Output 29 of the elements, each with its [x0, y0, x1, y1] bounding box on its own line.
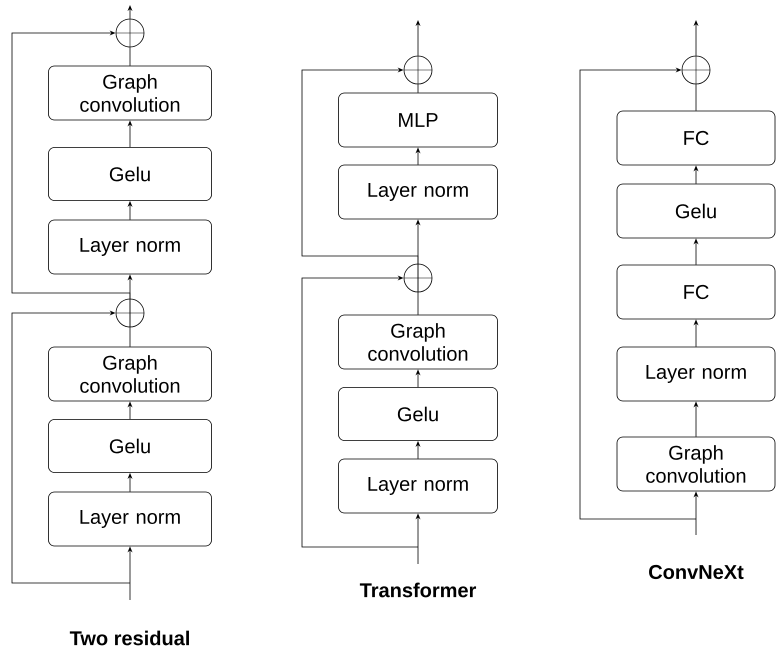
process-box: Layer norm — [48, 492, 212, 546]
caption: Transformer — [360, 582, 476, 598]
process-box: FC — [616, 110, 776, 166]
arrow — [12, 310, 130, 584]
sum-circle — [116, 298, 144, 328]
sum-circle — [404, 264, 432, 292]
process-box: Graph convolution — [48, 66, 212, 120]
process-box: Graph convolution — [616, 436, 776, 492]
sum-circle — [404, 56, 432, 84]
process-box: Layer norm — [48, 220, 212, 274]
process-box: Graph convolution — [48, 346, 212, 402]
sum-circle — [116, 18, 144, 48]
arrow — [302, 67, 418, 293]
arrow — [580, 67, 696, 520]
caption: ConvNeXt — [649, 564, 744, 580]
process-box: Layer norm — [338, 164, 498, 220]
arrow — [12, 30, 130, 328]
sum-circle — [682, 56, 710, 84]
process-box: Gelu — [338, 387, 498, 441]
caption: Two residual — [70, 630, 189, 646]
process-box: MLP — [338, 92, 498, 148]
arrow — [302, 275, 418, 548]
process-box: Gelu — [48, 147, 212, 201]
process-box: Gelu — [48, 419, 212, 473]
process-box: Gelu — [616, 184, 776, 238]
process-box: Layer norm — [616, 346, 776, 402]
process-box: FC — [616, 264, 776, 320]
process-box: Graph convolution — [338, 314, 498, 370]
process-box: Layer norm — [338, 458, 498, 514]
